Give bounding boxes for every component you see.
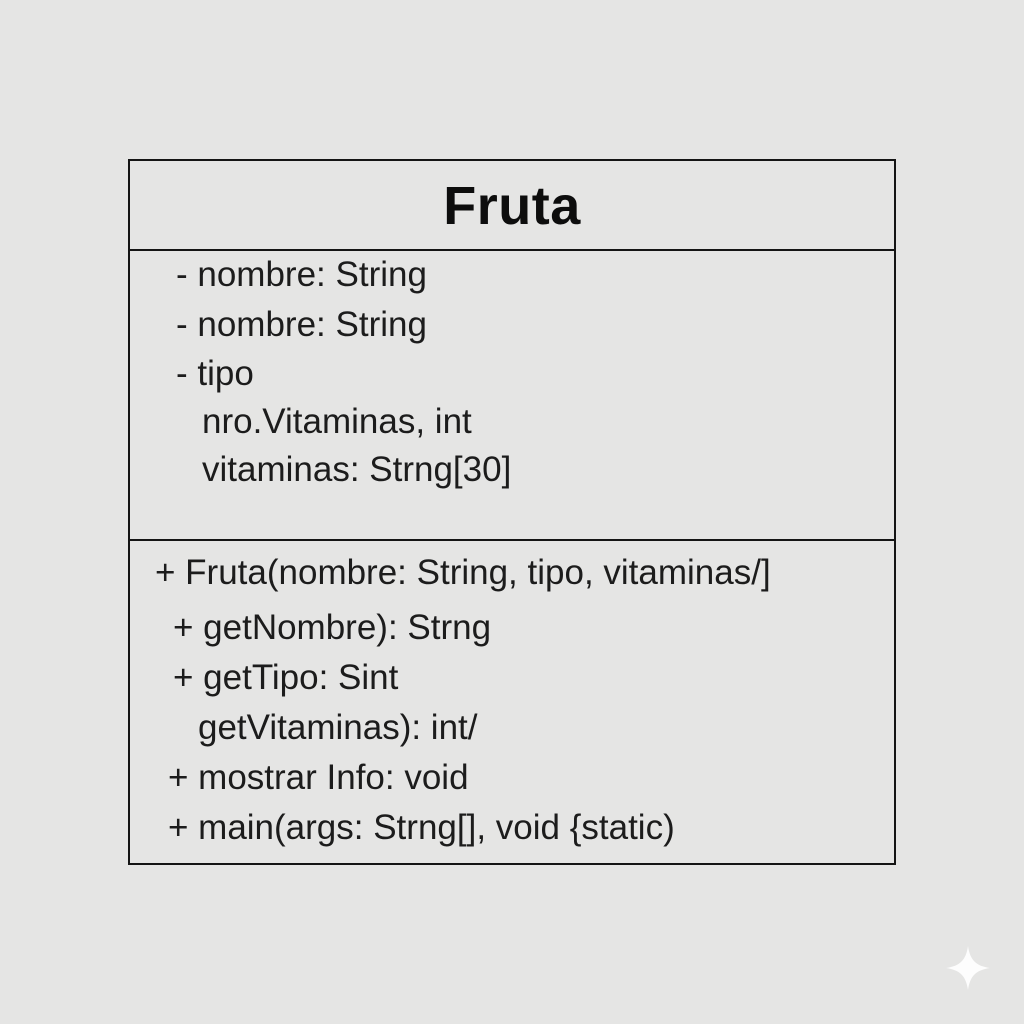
sparkle-icon — [946, 946, 990, 990]
attribute-line: vitaminas: Strng[30] — [202, 450, 512, 489]
uml-class-box: Fruta - nombre: String - nombre: String … — [128, 159, 896, 865]
operation-line: + main(args: Strng[], void {static) — [168, 808, 675, 847]
class-name: Fruta — [443, 176, 581, 236]
operations-compartment: + Fruta(nombre: String, tipo, vitaminas/… — [130, 541, 894, 863]
attributes-compartment: - nombre: String - nombre: String - tipo… — [130, 251, 894, 541]
operation-line: + mostrar Info: void — [168, 758, 469, 797]
class-name-compartment: Fruta — [130, 161, 894, 251]
attribute-line: - nombre: String — [176, 255, 427, 294]
attribute-line: - nombre: String — [176, 305, 427, 344]
attribute-line: - tipo — [176, 354, 254, 393]
operation-line: + Fruta(nombre: String, tipo, vitaminas/… — [155, 553, 771, 592]
operation-line: getVitaminas): int/ — [198, 708, 478, 747]
operation-line: + getNombre): Strng — [173, 608, 492, 647]
operation-line: + getTipo: Sint — [173, 658, 399, 697]
attribute-line: nro.Vitaminas, int — [202, 402, 472, 441]
